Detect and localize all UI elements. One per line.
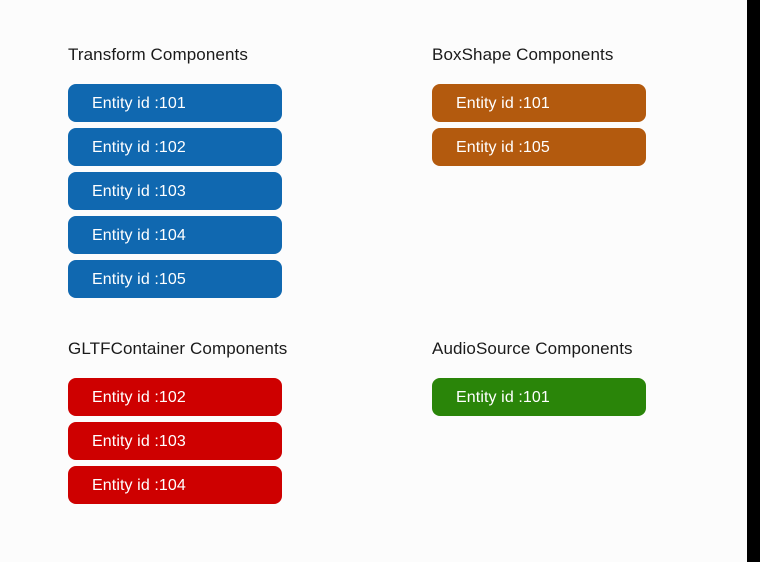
entity-chip[interactable]: Entity id :101 — [68, 84, 282, 122]
group-audiosource-components: AudioSource Components Entity id :101 — [432, 338, 646, 416]
group-title-audiosource: AudioSource Components — [432, 339, 633, 358]
entity-chip-label: Entity id :102 — [92, 138, 186, 156]
entity-chip-label: Entity id :103 — [92, 182, 186, 200]
entity-chip[interactable]: Entity id :101 — [432, 378, 646, 416]
entity-chip-label: Entity id :105 — [92, 270, 186, 288]
entity-chip-label: Entity id :103 — [92, 432, 186, 450]
group-gltfcontainer-components: GLTFContainer Components Entity id :102 … — [68, 338, 287, 504]
right-edge-bar — [747, 0, 760, 562]
group-boxshape-components: BoxShape Components Entity id :101 Entit… — [432, 44, 646, 166]
entity-chip-label: Entity id :104 — [92, 476, 186, 494]
entity-chip[interactable]: Entity id :103 — [68, 172, 282, 210]
entity-chip[interactable]: Entity id :101 — [432, 84, 646, 122]
entity-chip[interactable]: Entity id :104 — [68, 466, 282, 504]
entity-list-boxshape: Entity id :101 Entity id :105 — [432, 84, 646, 166]
entity-chip[interactable]: Entity id :103 — [68, 422, 282, 460]
entity-chip-label: Entity id :101 — [456, 388, 550, 406]
entity-chip[interactable]: Entity id :102 — [68, 128, 282, 166]
group-transform-components: Transform Components Entity id :101 Enti… — [68, 44, 282, 298]
entity-list-transform: Entity id :101 Entity id :102 Entity id … — [68, 84, 282, 298]
entity-chip-label: Entity id :101 — [92, 94, 186, 112]
entity-list-gltfcontainer: Entity id :102 Entity id :103 Entity id … — [68, 378, 287, 504]
group-title-gltfcontainer: GLTFContainer Components — [68, 339, 288, 358]
entity-chip[interactable]: Entity id :105 — [68, 260, 282, 298]
entity-chip[interactable]: Entity id :105 — [432, 128, 646, 166]
entity-chip[interactable]: Entity id :104 — [68, 216, 282, 254]
entity-chip-label: Entity id :101 — [456, 94, 550, 112]
entity-chip-label: Entity id :102 — [92, 388, 186, 406]
group-title-boxshape: BoxShape Components — [432, 45, 614, 64]
entity-list-audiosource: Entity id :101 — [432, 378, 646, 416]
entity-chip-label: Entity id :104 — [92, 226, 186, 244]
group-title-transform: Transform Components — [68, 45, 248, 64]
entity-chip[interactable]: Entity id :102 — [68, 378, 282, 416]
entity-chip-label: Entity id :105 — [456, 138, 550, 156]
